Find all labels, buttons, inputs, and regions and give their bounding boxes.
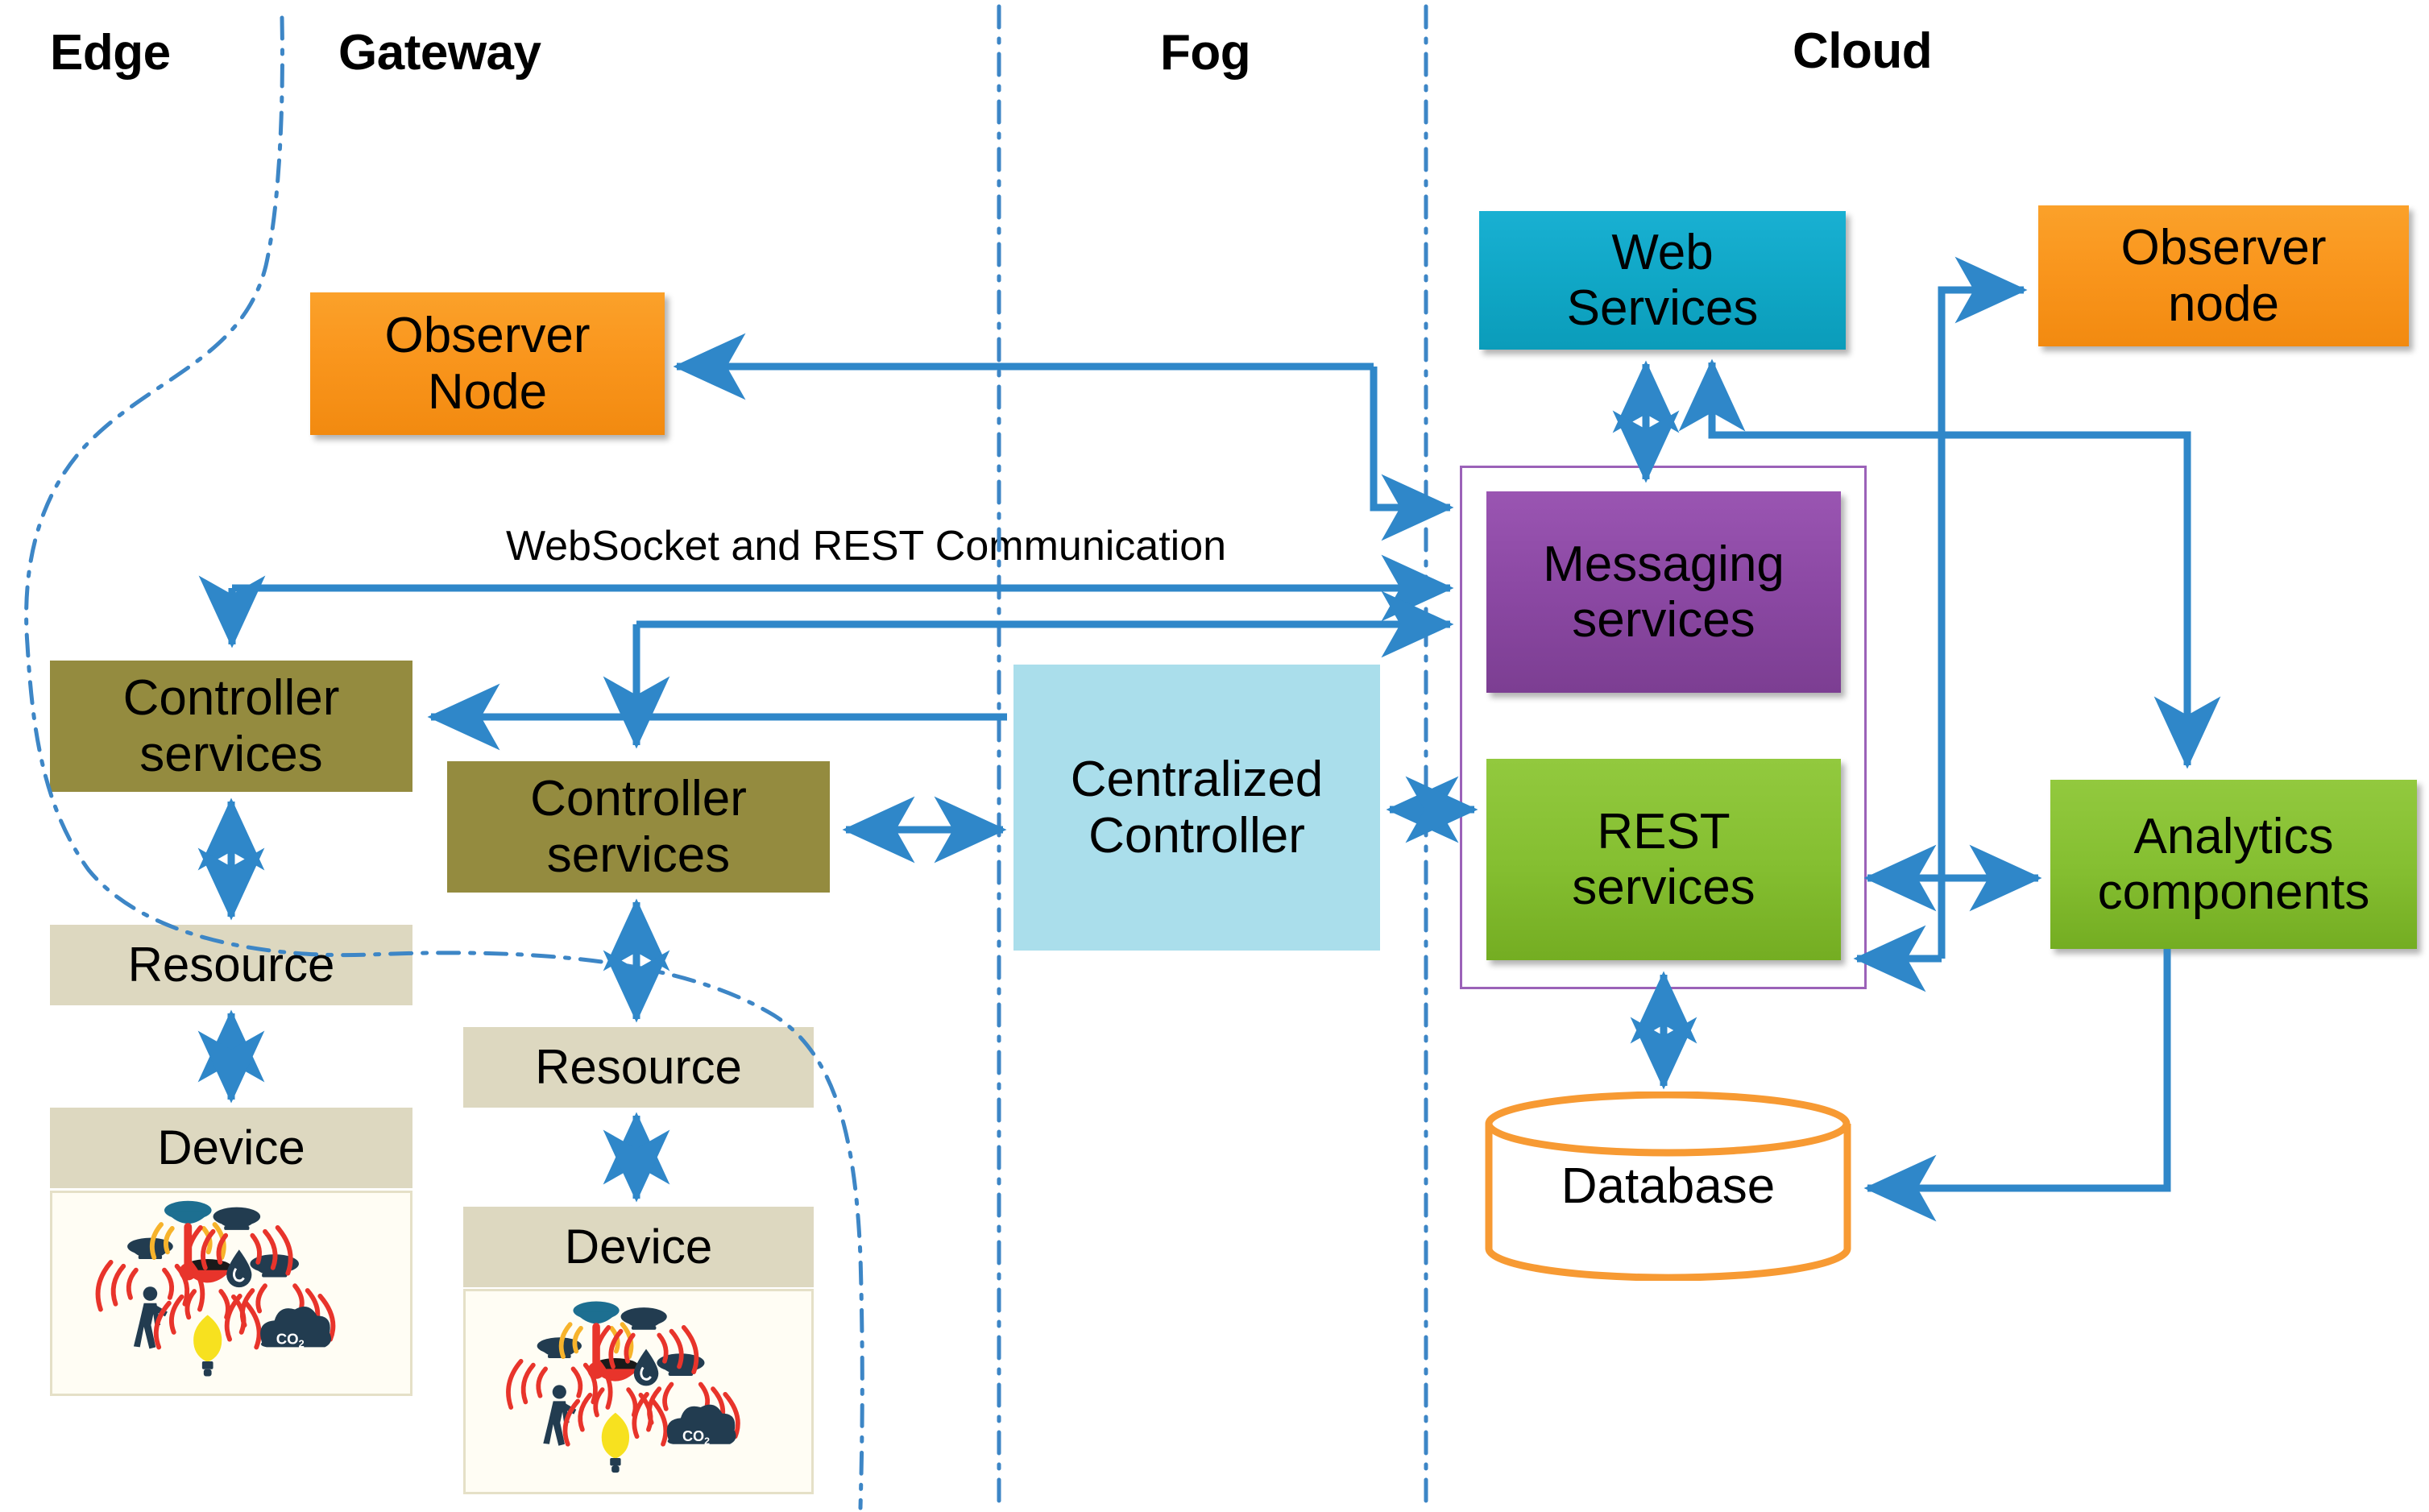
messaging-services-box[interactable]: Messaging services [1486,491,1841,693]
websocket-rest-annotation: WebSocket and REST Communication [506,523,1227,570]
web-services-box[interactable]: Web Services [1479,211,1846,350]
database-icon [1485,1091,1851,1282]
database-label: Database [1561,1158,1776,1214]
edge-sensor-illustration: CO2 [50,1191,412,1396]
rest-services-box[interactable]: REST services [1486,759,1841,960]
analytics-components-box[interactable]: Analytics components [2050,780,2417,949]
zone-label-gateway: Gateway [338,25,541,81]
gateway-resource-box[interactable]: Resource [463,1027,814,1108]
sensor-cluster-icon: CO2 [95,1200,336,1377]
edge-controller-services-box[interactable]: Controller services [50,661,412,792]
centralized-controller-box[interactable]: Centralized Controller [1013,665,1380,951]
cloud-observer-node-box[interactable]: Observer node [2038,205,2409,346]
gateway-observer-node-box[interactable]: Observer Node [310,292,665,435]
arrow-rest-to-cloud-observer [1938,256,2028,959]
gateway-sensor-illustration: CO2 [463,1289,814,1494]
arrow-down-into-messaging [1370,367,1454,541]
edge-device-box[interactable]: Device [50,1108,412,1188]
zone-label-fog: Fog [1160,25,1251,81]
gateway-controller-services-box[interactable]: Controller services [447,761,830,893]
arrow-analytics-to-database [1863,949,2171,1222]
gateway-device-box[interactable]: Device [463,1207,814,1287]
zone-label-edge: Edge [50,25,171,81]
zone-label-cloud: Cloud [1793,23,1933,79]
sensor-cluster-icon: CO2 [506,1301,740,1473]
edge-resource-box[interactable]: Resource [50,925,412,1005]
database-cylinder[interactable]: Database [1481,1091,1855,1282]
